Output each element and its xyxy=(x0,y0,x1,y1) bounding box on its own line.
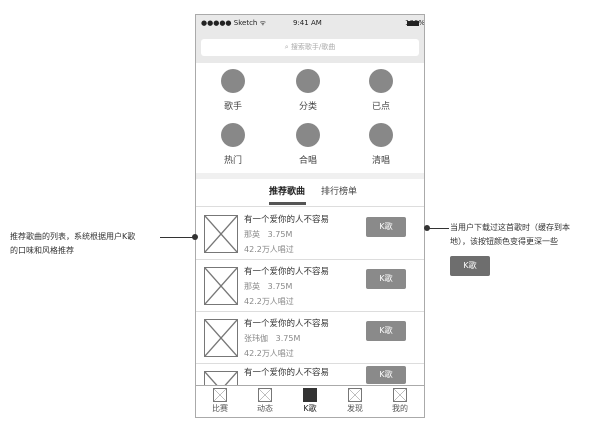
k-song-button[interactable]: K歌 xyxy=(366,321,406,341)
tabbar-item[interactable]: 发现 xyxy=(335,388,375,414)
category-label: 歌手 xyxy=(223,102,242,112)
category-singer[interactable]: 歌手 xyxy=(203,69,263,112)
chorus-icon xyxy=(296,123,320,147)
category-label: 分类 xyxy=(298,102,317,112)
carrier: ●●●●● Sketch ᯤ xyxy=(201,19,266,27)
tabbar-label: 我的 xyxy=(392,404,408,413)
time: 9:41 AM xyxy=(293,19,322,27)
singer-icon xyxy=(221,69,245,93)
file-size: 3.75M xyxy=(267,282,293,291)
annotation-line: 推荐歌曲的列表，系统根据用户K歌 xyxy=(10,232,136,241)
status-bar: ●●●●● Sketch ᯤ 9:41 AM 100% xyxy=(201,19,424,31)
song-item[interactable]: 有一个爱你的人不容易 那英 3.75M 42.2万人唱过 K歌 xyxy=(196,260,424,312)
placeholder-icon xyxy=(258,388,272,402)
image-placeholder-icon xyxy=(204,215,238,253)
artist: 那英 xyxy=(244,282,260,291)
annotation-connector xyxy=(160,237,195,238)
tabbar-label: K歌 xyxy=(303,404,317,413)
tab-bar-top: 推荐歌曲 排行榜单 xyxy=(196,183,424,207)
tabbar-item[interactable]: K歌 xyxy=(290,388,330,414)
tabbar-label: 动态 xyxy=(257,404,273,413)
image-placeholder-icon xyxy=(204,319,238,357)
sing-count: 42.2万人唱过 xyxy=(244,245,294,254)
annotation-dot xyxy=(192,234,198,240)
tab-rankings[interactable]: 排行榜单 xyxy=(321,187,358,197)
header: ●●●●● Sketch ᯤ 9:41 AM 100% ⌕ 搜索歌手/歌曲 xyxy=(196,15,424,63)
annotation-right: 当用户下载过这首歌时（缓存到本 地），该按钮颜色变得更深一些 xyxy=(450,221,570,249)
category-label: 热门 xyxy=(223,156,242,166)
category-genre[interactable]: 分类 xyxy=(278,69,338,112)
acapella-icon xyxy=(369,123,393,147)
sing-count: 42.2万人唱过 xyxy=(244,297,294,306)
song-meta: 那英 3.75M xyxy=(244,229,292,240)
placeholder-icon xyxy=(213,388,227,402)
file-size: 3.75M xyxy=(267,230,293,239)
artist: 张玮伽 xyxy=(244,334,268,343)
song-meta: 张玮伽 3.75M xyxy=(244,333,300,344)
battery-level: 100% xyxy=(405,19,425,27)
category-label: 合唱 xyxy=(298,156,317,166)
sing-count: 42.2万人唱过 xyxy=(244,349,294,358)
tabbar-item[interactable]: 我的 xyxy=(380,388,420,414)
k-song-button[interactable]: K歌 xyxy=(366,217,406,237)
category-hot[interactable]: 热门 xyxy=(203,123,263,166)
song-meta: 那英 3.75M xyxy=(244,281,292,292)
category-chorus[interactable]: 合唱 xyxy=(278,123,338,166)
file-size: 3.75M xyxy=(275,334,301,343)
placeholder-icon xyxy=(393,388,407,402)
song-title: 有一个爱你的人不容易 xyxy=(244,267,330,277)
placeholder-icon xyxy=(348,388,362,402)
tab-indicator xyxy=(269,202,306,205)
song-title: 有一个爱你的人不容易 xyxy=(244,368,330,378)
tabbar-item[interactable]: 动态 xyxy=(245,388,285,414)
genre-icon xyxy=(296,69,320,93)
hot-icon xyxy=(221,123,245,147)
annotation-left: 推荐歌曲的列表，系统根据用户K歌 的口味和风格推荐 xyxy=(10,230,135,258)
annotation-line: 当用户下载过这首歌时（缓存到本 xyxy=(450,223,570,232)
category-ordered[interactable]: 已点 xyxy=(351,69,411,112)
category-acapella[interactable]: 清唱 xyxy=(351,123,411,166)
ordered-icon xyxy=(369,69,393,93)
downloaded-k-button-example: K歌 xyxy=(450,256,490,276)
bottom-tab-bar: 比赛 动态 K歌 发现 我的 xyxy=(196,385,424,417)
category-label: 清唱 xyxy=(371,156,390,166)
k-song-button[interactable]: K歌 xyxy=(366,269,406,289)
k-song-icon xyxy=(303,388,317,402)
song-item[interactable]: 有一个爱你的人不容易 张玮伽 3.75M 42.2万人唱过 K歌 xyxy=(196,312,424,364)
annotation-line: 的口味和风格推荐 xyxy=(10,246,74,255)
artist: 那英 xyxy=(244,230,260,239)
divider xyxy=(196,173,424,179)
battery-icon xyxy=(407,20,419,26)
image-placeholder-icon xyxy=(204,267,238,305)
tab-recommended[interactable]: 推荐歌曲 xyxy=(269,187,306,197)
tabbar-label: 发现 xyxy=(347,404,363,413)
annotation-line: 地），该按钮颜色变得更深一些 xyxy=(450,237,558,246)
tabbar-item[interactable]: 比赛 xyxy=(200,388,240,414)
song-item[interactable]: 有一个爱你的人不容易 那英 3.75M 42.2万人唱过 K歌 xyxy=(196,208,424,260)
category-label: 已点 xyxy=(371,102,390,112)
k-song-button[interactable]: K歌 xyxy=(366,366,406,384)
annotation-connector xyxy=(427,228,449,229)
song-title: 有一个爱你的人不容易 xyxy=(244,215,330,225)
tabbar-label: 比赛 xyxy=(212,404,228,413)
phone-frame: ●●●●● Sketch ᯤ 9:41 AM 100% ⌕ 搜索歌手/歌曲 歌手… xyxy=(195,14,425,418)
song-title: 有一个爱你的人不容易 xyxy=(244,319,330,329)
search-input[interactable]: ⌕ 搜索歌手/歌曲 xyxy=(201,39,419,56)
